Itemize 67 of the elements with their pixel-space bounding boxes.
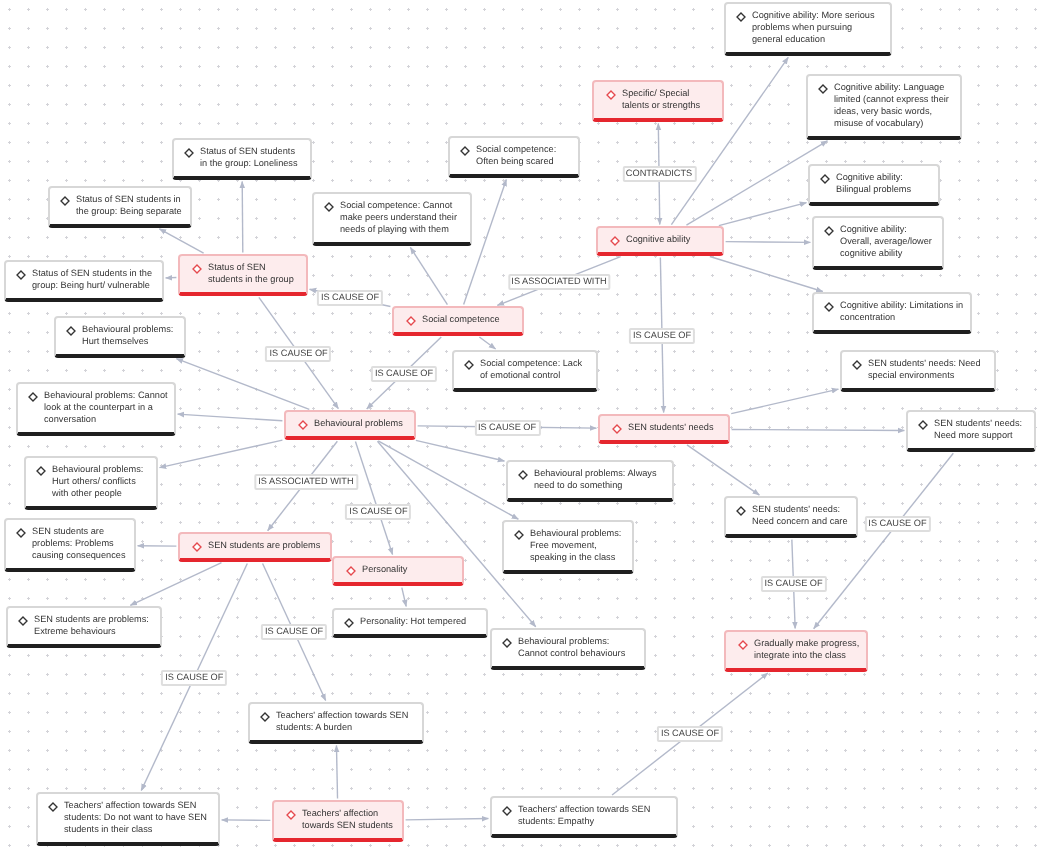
detail-box	[490, 628, 646, 670]
arrow	[611, 672, 769, 796]
arrow	[730, 427, 906, 434]
arrow	[409, 246, 449, 306]
arrow	[685, 140, 829, 226]
detail-box	[724, 2, 892, 56]
arrow	[140, 562, 248, 792]
arrow	[401, 586, 408, 608]
arrow	[158, 228, 205, 254]
arrow	[377, 440, 520, 520]
detail-box	[840, 350, 996, 392]
topic-box	[724, 630, 868, 672]
detail-box	[906, 410, 1036, 452]
detail-box	[54, 316, 186, 358]
arrow	[478, 336, 497, 350]
detail-box	[806, 74, 962, 140]
topic-box	[392, 306, 524, 336]
detail-box	[24, 456, 158, 510]
topic-box	[178, 532, 332, 562]
arrow	[686, 444, 761, 496]
detail-box	[452, 350, 598, 392]
detail-box	[808, 164, 940, 206]
arrow	[158, 439, 284, 469]
arrow	[175, 357, 310, 411]
detail-box	[332, 608, 488, 638]
detail-box	[724, 496, 858, 538]
detail-box	[448, 136, 580, 178]
topic-box	[598, 414, 730, 444]
arrow	[462, 178, 507, 306]
arrow	[404, 815, 490, 822]
detail-box	[312, 192, 472, 246]
arrow	[129, 561, 223, 607]
arrow	[670, 56, 789, 226]
detail-box	[36, 792, 220, 846]
detail-box	[812, 216, 944, 270]
arrow	[415, 439, 506, 463]
topic-box	[272, 800, 404, 842]
detail-box	[4, 518, 136, 572]
arrow	[813, 452, 954, 630]
detail-box	[812, 292, 972, 334]
arrow	[718, 201, 808, 227]
arrow	[220, 817, 272, 823]
detail-box	[172, 138, 312, 180]
topic-box	[178, 254, 308, 296]
detail-box	[4, 260, 164, 302]
topic-box	[284, 410, 416, 440]
detail-box	[48, 186, 192, 228]
arrow	[239, 180, 246, 254]
arrow	[136, 542, 178, 549]
detail-box	[502, 520, 634, 574]
arrow	[730, 387, 840, 415]
arrow	[659, 256, 667, 414]
arrow	[176, 411, 284, 422]
arrow	[333, 744, 340, 800]
arrow	[724, 239, 812, 246]
arrow	[164, 274, 178, 281]
detail-box	[248, 702, 424, 744]
topic-box	[332, 556, 464, 586]
arrow	[709, 255, 824, 293]
detail-box	[16, 382, 176, 436]
topic-box	[596, 226, 724, 256]
detail-box	[490, 796, 678, 838]
arrow	[261, 562, 327, 702]
detail-box	[6, 606, 162, 648]
topic-box	[592, 80, 724, 122]
arrow	[376, 440, 537, 628]
detail-box	[506, 460, 674, 502]
